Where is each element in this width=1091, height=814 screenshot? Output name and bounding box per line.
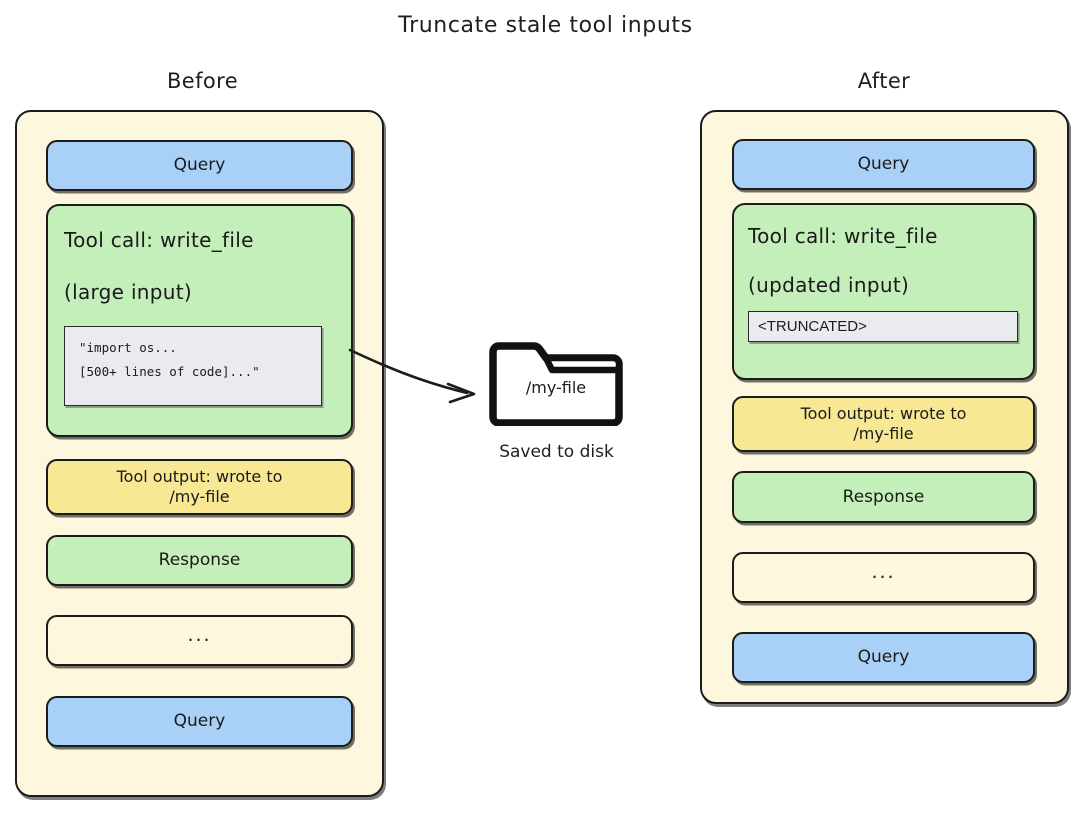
flow-arrow-icon	[348, 348, 476, 404]
saved-to-disk-caption: Saved to disk	[499, 442, 614, 462]
folder-icon	[489, 342, 623, 426]
before-ellipsis-block[interactable]: ...	[46, 615, 353, 666]
before-code-line-2: [500+ lines of code]..."	[79, 363, 260, 379]
after-tool-call-title: Tool call: write_file	[748, 224, 938, 248]
after-truncated-label: <TRUNCATED>	[758, 318, 867, 335]
after-query-bottom-block[interactable]: Query	[732, 632, 1035, 683]
before-response-label: Response	[158, 550, 241, 571]
before-tool-call-block[interactable]: Tool call: write_file (large input) "imp…	[46, 204, 353, 437]
before-query-bottom-label: Query	[173, 711, 226, 732]
after-tool-call-block[interactable]: Tool call: write_file (updated input) <T…	[732, 203, 1035, 380]
after-response-label: Response	[842, 486, 925, 507]
before-response-block[interactable]: Response	[46, 535, 353, 586]
before-ellipsis-label: ...	[187, 623, 212, 646]
after-query-top-label: Query	[857, 154, 910, 175]
before-tool-output-label: Tool output: wrote to /my-file	[116, 467, 283, 506]
before-tool-output-block[interactable]: Tool output: wrote to /my-file	[46, 459, 353, 515]
after-ellipsis-label: ...	[871, 560, 896, 583]
after-truncated-placeholder: <TRUNCATED>	[748, 311, 1018, 342]
before-code-snippet: "import os... [500+ lines of code]..."	[64, 326, 322, 406]
before-query-bottom-block[interactable]: Query	[46, 696, 353, 747]
before-query-top-block[interactable]: Query	[46, 140, 353, 191]
before-tool-call-title: Tool call: write_file	[64, 228, 254, 252]
before-code-line-1: "import os...	[79, 340, 177, 355]
after-query-top-block[interactable]: Query	[732, 139, 1035, 190]
column-heading-before: Before	[166, 69, 239, 93]
after-tool-call-subtitle: (updated input)	[748, 273, 910, 297]
page-title: Truncate stale tool inputs	[398, 13, 693, 38]
column-heading-after: After	[857, 69, 911, 93]
after-response-block[interactable]: Response	[732, 471, 1035, 523]
after-ellipsis-block[interactable]: ...	[732, 552, 1035, 603]
before-query-top-label: Query	[173, 155, 226, 176]
after-query-bottom-label: Query	[857, 647, 910, 668]
after-tool-output-block[interactable]: Tool output: wrote to /my-file	[732, 396, 1035, 452]
before-tool-call-subtitle: (large input)	[64, 280, 192, 304]
after-tool-output-label: Tool output: wrote to /my-file	[800, 404, 967, 443]
